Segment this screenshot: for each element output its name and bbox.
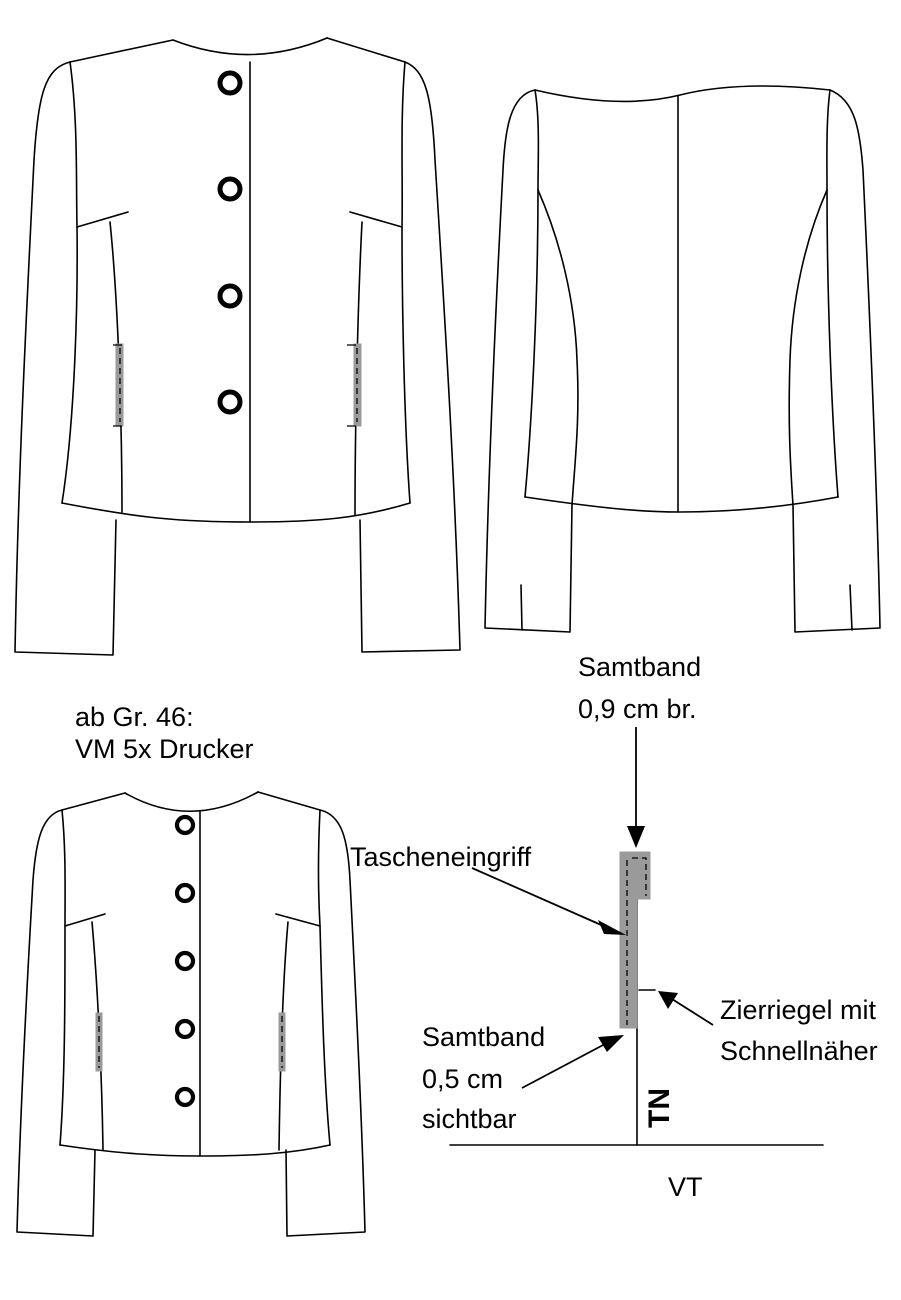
small-front-right-armhole [317, 809, 331, 1146]
front-left-shoulder [69, 39, 174, 63]
front-neckline [172, 37, 328, 56]
label-zierriegel-line1: Zierriegel mit [720, 995, 877, 1025]
front-right-sleeve [359, 61, 461, 653]
arrow-tascheneingriff [471, 867, 626, 935]
back-left-sleeve-vent [520, 584, 523, 631]
jacket-front-view-small [16, 791, 366, 1237]
front-left-armhole [61, 61, 78, 504]
front-hem [61, 502, 411, 523]
front-left-sleeve [14, 61, 117, 656]
label-samtband-bottom-line3: sichtbar [422, 1104, 517, 1134]
pocket-detail: Samtband 0,9 cm br. Tascheneingriff Zier… [350, 652, 878, 1202]
small-front-left-armhole [59, 809, 66, 1146]
front-button-1 [217, 70, 243, 96]
label-zierriegel-line2: Schnellnäher [720, 1036, 878, 1066]
back-left-side [524, 89, 540, 498]
back-right-side [826, 89, 839, 498]
back-left-sleeve [484, 89, 573, 633]
front-left-pocket-bartack [113, 344, 122, 427]
front-button-3 [217, 283, 243, 309]
small-front-left-shoulder [61, 792, 126, 811]
back-right-sleeve [792, 89, 881, 633]
back-hem [524, 496, 839, 513]
small-front-button-3 [174, 950, 196, 972]
small-front-button-4 [174, 1018, 196, 1040]
jacket-front-view [14, 37, 461, 656]
front-right-pocket-bartack [347, 344, 356, 427]
arrow-samtband-top [627, 727, 645, 848]
detail-samtband-strip [619, 894, 638, 1029]
back-neckline [534, 85, 831, 103]
front-button-4 [217, 389, 243, 415]
size-note-line2: VM 5x Drucker [75, 734, 254, 764]
detail-top-stitch-bracket [632, 857, 647, 896]
label-samtband-bottom-line2: 0,5 cm [422, 1064, 503, 1094]
small-front-right-shoulder [257, 791, 321, 811]
label-vt: VT [668, 1172, 703, 1202]
small-front-button-5 [174, 1086, 196, 1108]
jacket-back-view [484, 85, 881, 633]
label-tn: TN [643, 1088, 676, 1128]
back-left-panel-seam [537, 189, 579, 506]
front-button-2 [217, 176, 243, 202]
arrow-zierriegel [658, 991, 714, 1026]
size-note-line1: ab Gr. 46: [75, 702, 194, 732]
small-front-button-2 [174, 882, 196, 904]
label-tascheneingriff: Tascheneingriff [350, 842, 532, 872]
back-right-panel-seam [788, 189, 828, 506]
label-samtband-bottom-line1: Samtband [422, 1022, 545, 1052]
back-right-sleeve-vent [849, 584, 853, 631]
front-right-armhole [401, 61, 411, 504]
label-samtband-top-line2: 0,9 cm br. [578, 694, 697, 724]
detail-samtband-top [619, 851, 651, 900]
front-right-shoulder [326, 37, 406, 63]
small-front-neckline [124, 791, 259, 812]
front-right-pocket-tape [353, 343, 362, 427]
small-front-left-sleeve [16, 809, 96, 1237]
small-front-button-1 [174, 814, 196, 836]
small-front-right-sleeve [285, 809, 366, 1237]
label-samtband-top-line1: Samtband [578, 652, 701, 682]
arrow-samtband-bottom [521, 1035, 624, 1089]
small-front-hem [59, 1144, 331, 1157]
